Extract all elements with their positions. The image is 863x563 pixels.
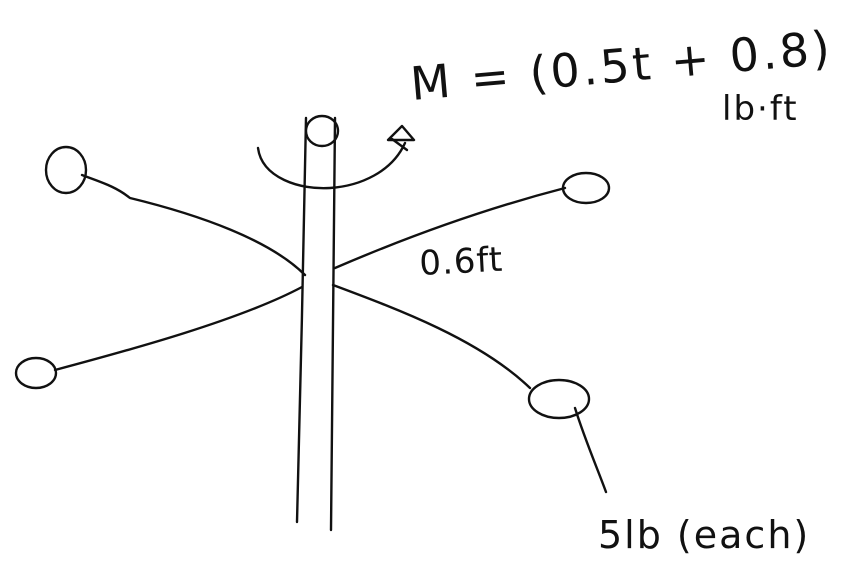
weight-label: 5lb (each) <box>598 513 810 557</box>
moment-arrow <box>256 124 416 190</box>
shaft-top-cap <box>304 114 340 148</box>
arm-upper-right <box>333 171 611 270</box>
weight-ball-lower-left <box>14 356 58 390</box>
weight-ball-lower-right <box>527 378 591 420</box>
arm-upper-left <box>44 145 307 277</box>
weight-ball-upper-right <box>561 171 611 205</box>
arm-lower-right <box>331 283 591 420</box>
weight-ball-upper-left <box>44 145 88 195</box>
vertical-shaft <box>295 114 340 532</box>
weight-leader-line <box>573 406 608 494</box>
moment-unit-label: lb·ft <box>722 89 799 129</box>
arm-length-label: 0.6ft <box>418 240 504 284</box>
arm-lower-left <box>14 285 304 390</box>
